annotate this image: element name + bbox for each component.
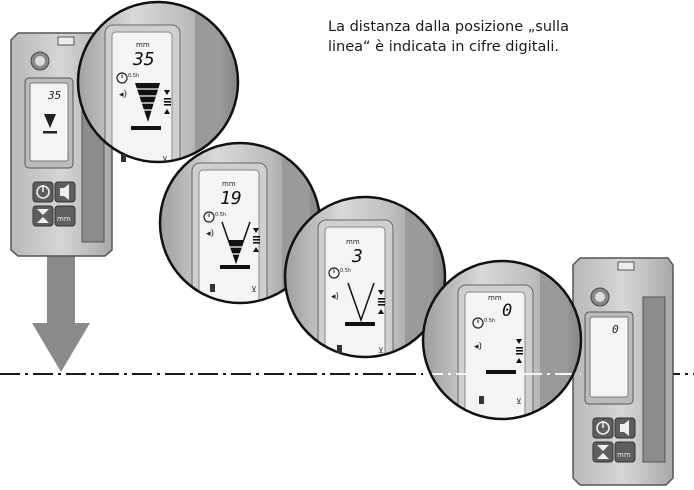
magnifier-1: mm 35 0.5h ◂) ⊻	[76, 0, 240, 164]
reading-2: 19	[220, 188, 242, 209]
unit-label-3: mm	[346, 238, 360, 246]
volume-icon: ◂)	[206, 229, 214, 239]
volume-icon: ◂)	[119, 90, 127, 100]
unit-toggle-icon: mm	[54, 205, 76, 227]
unit-label-1: mm	[136, 41, 150, 49]
on-line-icon	[164, 98, 171, 100]
arrow-down-icon	[253, 228, 259, 233]
laser-icon: ⊻	[251, 285, 257, 294]
battery-icon	[210, 284, 215, 292]
volume-icon: ◂)	[474, 342, 482, 352]
laser-icon: ⊻	[516, 397, 522, 406]
timer-icon: 0.5h	[203, 211, 226, 223]
power-icon	[32, 181, 54, 203]
volume-icon: ◂)	[331, 292, 339, 302]
device-right: 0 mm	[572, 257, 674, 486]
left-device-reading: 35	[47, 89, 61, 102]
arrow-up-icon	[516, 358, 522, 363]
left-device-mm-label: mm	[57, 215, 71, 223]
timer-icon: 0.5h	[472, 317, 495, 329]
arrow-down-icon	[164, 90, 170, 95]
unit-toggle-icon: mm	[614, 441, 636, 463]
speaker-icon	[54, 181, 76, 203]
arrow-up-icon	[378, 309, 384, 314]
unit-label-2: mm	[222, 180, 236, 188]
reading-4: 0	[502, 301, 512, 321]
on-line-icon	[253, 236, 260, 238]
timer-icon: 0.5h	[328, 267, 351, 279]
laser-icon: ⊻	[378, 346, 384, 355]
timer-icon: 0.5h	[116, 72, 139, 84]
arrow-up-icon	[164, 109, 170, 114]
battery-icon	[121, 154, 126, 162]
timer-label-4: 0.5h	[484, 318, 495, 324]
level-indicator-2	[221, 221, 251, 265]
right-device-mm-label: mm	[617, 451, 631, 459]
power-icon	[592, 417, 614, 439]
on-line-icon	[378, 298, 385, 300]
battery-icon	[479, 396, 484, 404]
level-icon	[592, 441, 614, 463]
timer-label-3: 0.5h	[340, 268, 351, 274]
reading-1: 35	[132, 49, 155, 70]
timer-label-2: 0.5h	[215, 212, 226, 218]
timer-label-1: 0.5h	[128, 73, 139, 79]
magnifier-4: mm 0 0.5h ◂) ⊻	[421, 259, 583, 421]
level-icon	[32, 205, 54, 227]
battery-icon	[337, 345, 342, 353]
arrow-down-icon	[516, 339, 522, 344]
unit-label-4: mm	[488, 294, 502, 302]
caption-line-2: linea“ è indicata in cifre digitali.	[328, 39, 560, 55]
level-indicator-3	[347, 282, 375, 323]
arrow-down-icon	[32, 237, 90, 372]
speaker-icon	[614, 417, 636, 439]
laser-icon: ⊻	[162, 155, 168, 164]
device-left: 35 mm	[10, 32, 113, 257]
caption: La distanza dalla posizione „sulla linea…	[328, 17, 658, 57]
reading-3: 3	[351, 246, 363, 267]
caption-line-1: La distanza dalla posizione „sulla	[328, 19, 569, 35]
arrow-down-icon	[378, 290, 384, 295]
left-device-level-icon	[44, 114, 56, 128]
right-device-reading: 0	[612, 323, 619, 336]
on-line-icon	[516, 347, 523, 349]
arrow-up-icon	[253, 247, 259, 252]
level-indicator-1	[135, 83, 160, 122]
magnifier-3: mm 3 0.5h ◂) ⊻	[283, 195, 447, 359]
